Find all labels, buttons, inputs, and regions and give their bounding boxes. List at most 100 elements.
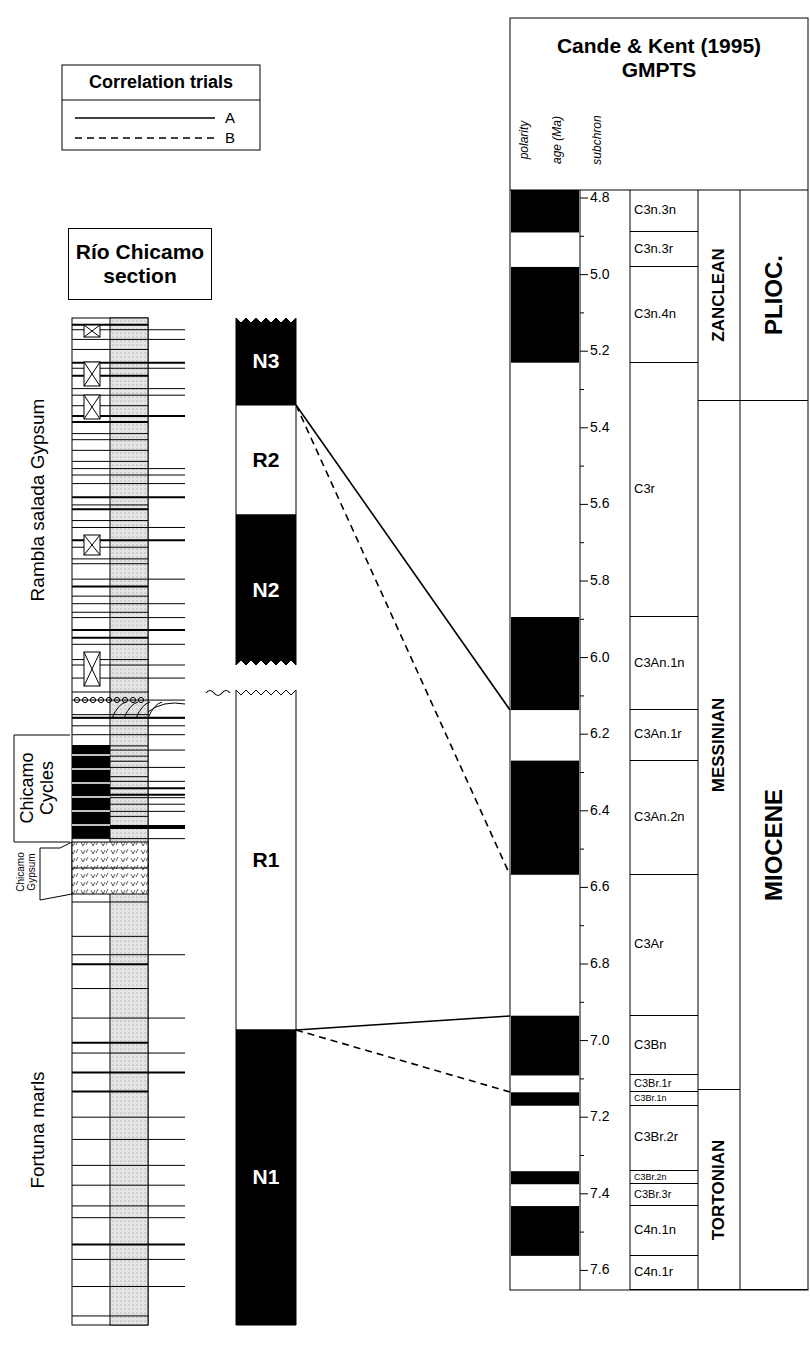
gmpts-frame — [510, 18, 808, 1290]
gmpts-header: Cande & Kent (1995) GMPTS — [510, 18, 808, 98]
bed-line — [72, 461, 148, 462]
bed-line — [72, 1053, 185, 1054]
unit-bracket — [60, 842, 72, 848]
bed-line — [72, 596, 148, 597]
bed-line — [72, 483, 185, 484]
pebble — [98, 697, 103, 702]
subchron-cell: C3r — [630, 363, 698, 617]
age-label: 6.2 — [590, 726, 609, 741]
epoch-cell-text: MIOCENE — [760, 789, 788, 901]
normal-polarity-bar — [511, 1016, 579, 1076]
normal-polarity-bar — [511, 761, 579, 875]
dark-marl — [72, 745, 110, 838]
bed-line — [72, 659, 148, 660]
bed-line — [72, 1217, 185, 1218]
bed-line — [72, 1259, 185, 1260]
age-label: 6.4 — [590, 803, 609, 818]
bed-line — [72, 339, 185, 340]
cross-bed — [148, 703, 185, 712]
bed-line — [72, 603, 185, 604]
legend-box — [62, 65, 260, 150]
bed-line — [72, 902, 148, 903]
bed-line — [72, 1139, 185, 1140]
bed-line — [72, 768, 110, 770]
bed-line — [72, 520, 148, 521]
bed-line — [72, 1205, 185, 1206]
subchron-cell: C3An.1r — [630, 710, 698, 761]
stage-cell: ZANCLEAN — [698, 190, 740, 401]
subchron-cell: C3n.3n — [630, 190, 698, 233]
bed-line — [72, 717, 185, 719]
cross — [84, 325, 100, 337]
bed-line — [72, 838, 185, 839]
age-tick — [580, 1002, 584, 1003]
bed-line — [72, 714, 148, 715]
stage-cell-text: ZANCLEAN — [709, 248, 729, 342]
bed-line — [72, 796, 110, 798]
unit-label: polarity — [518, 121, 531, 160]
age-tick — [580, 1155, 584, 1156]
unit-bracket — [14, 842, 70, 843]
bed-line — [72, 868, 148, 869]
bed-line — [72, 324, 148, 326]
bed-line — [72, 1165, 185, 1166]
magnetozone: N2 — [236, 515, 296, 665]
magnetozone-fill — [236, 405, 296, 515]
subchron-cell: C3Br.2n — [630, 1171, 698, 1184]
pebble — [82, 697, 87, 702]
magnetozone-fill — [236, 690, 296, 1030]
unit-label: age (Ma) — [551, 116, 564, 164]
pebble — [114, 697, 119, 702]
correlation-a — [296, 1016, 510, 1030]
age-label: 7.0 — [590, 1033, 609, 1048]
bed-line — [72, 579, 185, 580]
unconformity-mark — [206, 691, 230, 696]
subchron-cell: C3Ar — [630, 875, 698, 1016]
bed-line — [72, 1117, 185, 1118]
subchron-cell: C4n.1n — [630, 1206, 698, 1256]
bed-line — [72, 433, 148, 434]
age-tick — [580, 504, 588, 505]
subchron-cell-text: C3n.3r — [634, 242, 673, 257]
subchron-cell: C3n.4n — [630, 267, 698, 363]
age-tick — [580, 389, 584, 390]
magnetozone: N3 — [236, 318, 296, 405]
bed-line — [72, 375, 148, 377]
bed-line — [72, 1091, 148, 1093]
age-label: 5.0 — [590, 267, 609, 282]
cross — [84, 535, 100, 555]
column-rule — [580, 190, 581, 1290]
subchron-cell: C4n.1r — [630, 1256, 698, 1290]
legend-sample — [75, 117, 215, 119]
stage-cell-text: MESSINIAN — [709, 698, 729, 792]
age-tick — [580, 1193, 588, 1194]
bed-line — [72, 810, 110, 812]
subchron-cell-text: C3Br.3r — [634, 1188, 671, 1201]
age-tick — [580, 581, 588, 582]
age-label: 5.6 — [590, 497, 609, 512]
magnetozone: R2 — [236, 405, 296, 515]
normal-polarity-bar — [511, 267, 579, 363]
legend-text: A — [225, 110, 235, 127]
bed-line — [72, 496, 185, 498]
age-label: 5.4 — [590, 420, 609, 435]
bed-line — [72, 637, 148, 639]
unit-bracket — [40, 848, 41, 900]
pebble — [130, 697, 135, 702]
epoch-cell-text: PLIOC. — [760, 255, 788, 335]
subchron-cell: C3n.3r — [630, 232, 698, 266]
magnetozone-text: N2 — [253, 578, 280, 602]
normal-polarity-bar — [511, 190, 579, 233]
subchron-cell-text: C3An.1r — [634, 727, 682, 742]
bed-line — [72, 1243, 185, 1245]
bed-line — [72, 734, 185, 735]
subchron-cell: C3Br.2r — [630, 1106, 698, 1171]
age-tick — [580, 695, 584, 696]
bed-line — [72, 692, 148, 693]
bed-line — [72, 504, 148, 505]
age-tick — [580, 1078, 584, 1079]
cross — [84, 652, 100, 686]
age-tick — [580, 619, 584, 620]
subchron-cell-text: C4n.1n — [634, 1223, 676, 1238]
